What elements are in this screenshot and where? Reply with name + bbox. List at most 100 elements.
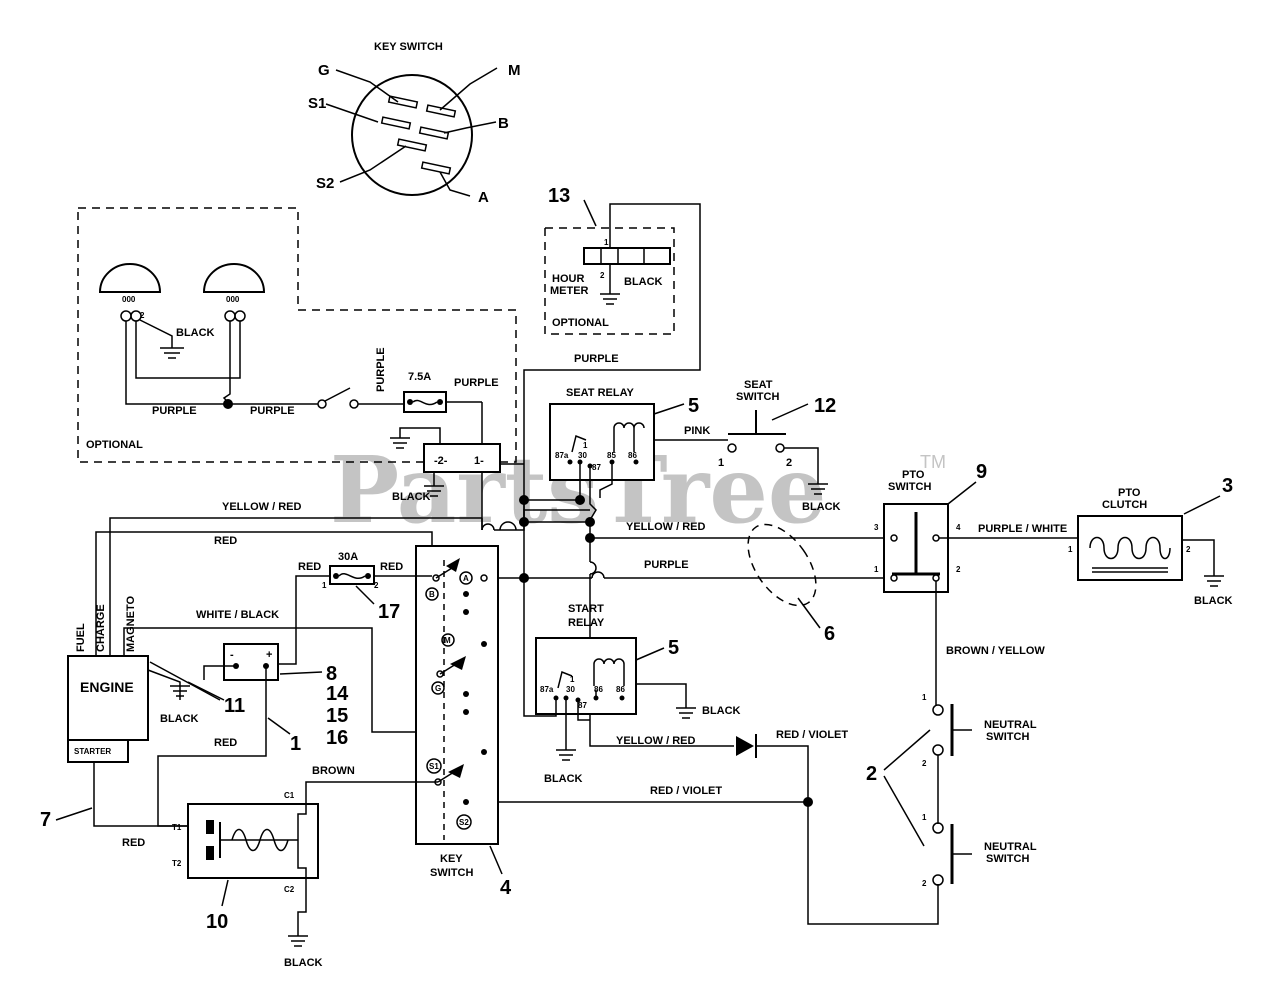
start-relay-coil <box>593 658 625 665</box>
callout-16: 16 <box>326 727 348 749</box>
pto-terminal-4: 4 <box>956 523 961 532</box>
headlight-left <box>98 263 162 293</box>
clutch-terminal-2: 2 <box>1186 545 1191 554</box>
wire-black-engine: BLACK <box>160 713 199 725</box>
headlight-right <box>202 263 266 293</box>
terminal-g-slot <box>387 95 419 109</box>
fuel-label: FUEL <box>75 623 87 652</box>
neutral-switches-group: 1 2 NEUTRAL SWITCH 1 2 NEUTRAL SWITCH 2 <box>866 693 1037 888</box>
pto-switch-label-1: PTO <box>902 469 925 481</box>
neutral-bottom-terminal-2: 2 <box>922 879 927 888</box>
callout-5-seat: 5 <box>688 395 699 417</box>
callout-12: 12 <box>814 395 836 417</box>
seat-switch-group: SEAT SWITCH 1 2 BLACK 12 <box>718 379 841 513</box>
seat-relay-87: 87 <box>592 463 601 472</box>
battery-group: - + RED 8 14 15 16 1 <box>157 643 349 827</box>
clutch-terminal-1: 1 <box>1068 545 1073 554</box>
seat-switch-terminal-2: 2 <box>786 457 792 469</box>
callout-9: 9 <box>976 461 987 483</box>
wire-brown: BROWN <box>312 765 355 777</box>
wire-purple-lights-3: PURPLE <box>375 347 387 392</box>
light-switch-blade[interactable] <box>324 387 351 402</box>
neutral-bottom-terminal-1: 1 <box>922 813 927 822</box>
callout-6: 6 <box>824 623 835 645</box>
start-relay-label-1: START <box>568 603 604 615</box>
light-switch-terminal-a <box>317 399 327 409</box>
start-relay-86-right: 86 <box>616 685 625 694</box>
wire-red-top: RED <box>214 535 237 547</box>
fuse-30a-group: 30A 1 2 RED RED 17 <box>276 551 432 665</box>
callout-8: 8 <box>326 663 337 685</box>
seat-relay-coil <box>613 422 645 429</box>
pto-clutch-group: PTO CLUTCH 1 2 BLACK 3 <box>1068 475 1233 607</box>
seat-relay-group: SEAT RELAY 5 1 87a 30 87 85 86 PINK <box>524 387 728 521</box>
start-relay-87: 87 <box>578 701 587 710</box>
terminal-s1-slot <box>380 116 412 130</box>
connector-label-a: -2- <box>434 455 448 467</box>
light-switch-terminal-b <box>349 399 359 409</box>
solenoid-terminal-c1: C1 <box>284 791 295 800</box>
callout-4: 4 <box>500 877 512 899</box>
battery-plus: + <box>266 649 272 661</box>
start-relay-30: 30 <box>566 685 575 694</box>
callout-5-start: 5 <box>668 637 679 659</box>
wire-red-fuse-right: RED <box>380 561 403 573</box>
hour-meter-terminal-2: 2 <box>600 271 605 280</box>
solenoid-terminal-t1: T1 <box>172 823 182 832</box>
connector-label-b: 1- <box>474 455 484 467</box>
optional-lights-label: OPTIONAL <box>86 439 143 451</box>
hour-meter-label-2: METER <box>550 285 589 297</box>
key-switch-body <box>415 545 499 845</box>
wire-black-connector: BLACK <box>392 491 431 503</box>
wire-black-meter: BLACK <box>624 276 663 288</box>
seat-relay-contact-1: 1 <box>583 441 588 450</box>
bulb-right-label: 000 <box>226 295 240 304</box>
harness-callout-ellipse <box>747 523 817 607</box>
seat-relay-label: SEAT RELAY <box>566 387 635 399</box>
start-relay-contact-1: 1 <box>570 675 575 684</box>
neutral-switch-top-label-1: NEUTRAL <box>984 719 1037 731</box>
seat-relay-87a: 87a <box>555 451 569 460</box>
wire-purple-meter: PURPLE <box>574 353 619 365</box>
wire-black-relay-ground: BLACK <box>702 705 741 717</box>
hour-meter-body <box>583 247 671 265</box>
pto-clutch-label-2: CLUTCH <box>1102 499 1147 511</box>
pto-terminal-2: 2 <box>956 565 961 574</box>
start-relay-86-left: 86 <box>594 685 603 694</box>
lamp-terminal-label: 2 <box>140 311 145 320</box>
wire-black-clutch: BLACK <box>1194 595 1233 607</box>
wire-purple-lights-4: PURPLE <box>454 377 499 389</box>
wire-red-violet-bottom: RED / VIOLET <box>650 785 722 797</box>
start-relay-87a: 87a <box>540 685 554 694</box>
wire-purple-lights-2: PURPLE <box>250 405 295 417</box>
pto-clutch-label-1: PTO <box>1118 487 1141 499</box>
callout-3: 3 <box>1222 475 1233 497</box>
wire-red-fuse-left: RED <box>298 561 321 573</box>
terminal-b-slot <box>418 126 450 140</box>
seat-switch-label-1: SEAT <box>744 379 773 391</box>
diode <box>736 736 754 756</box>
callout-7: 7 <box>40 809 51 831</box>
seat-relay-body <box>549 403 655 481</box>
neutral-switch-top-label-2: SWITCH <box>986 731 1029 743</box>
starter-label: STARTER <box>74 747 111 756</box>
wire-black-start-relay: BLACK <box>544 773 583 785</box>
wire-yellow-red-top: YELLOW / RED <box>222 501 302 513</box>
optional-meter-label: OPTIONAL <box>552 317 609 329</box>
seat-switch-terminal-1: 1 <box>718 457 724 469</box>
pto-clutch-body <box>1077 515 1183 581</box>
ks-terminal-a: A <box>463 574 469 583</box>
wire-brown-yellow: BROWN / YELLOW <box>946 645 1045 657</box>
start-relay-label-2: RELAY <box>568 617 605 629</box>
solenoid-terminal-c2: C2 <box>284 885 295 894</box>
seat-relay-30: 30 <box>578 451 587 460</box>
ks-terminal-m: M <box>444 636 451 645</box>
neutral-switch-bottom-label-2: SWITCH <box>986 853 1029 865</box>
callout-2: 2 <box>866 763 877 785</box>
wire-red-battery: RED <box>214 737 237 749</box>
lights-connector <box>423 443 501 473</box>
key-switch-face <box>351 74 473 196</box>
hour-meter-terminal-1: 1 <box>604 238 609 247</box>
neutral-top-terminal-2: 2 <box>922 759 927 768</box>
key-switch-label-2: SWITCH <box>430 867 473 879</box>
